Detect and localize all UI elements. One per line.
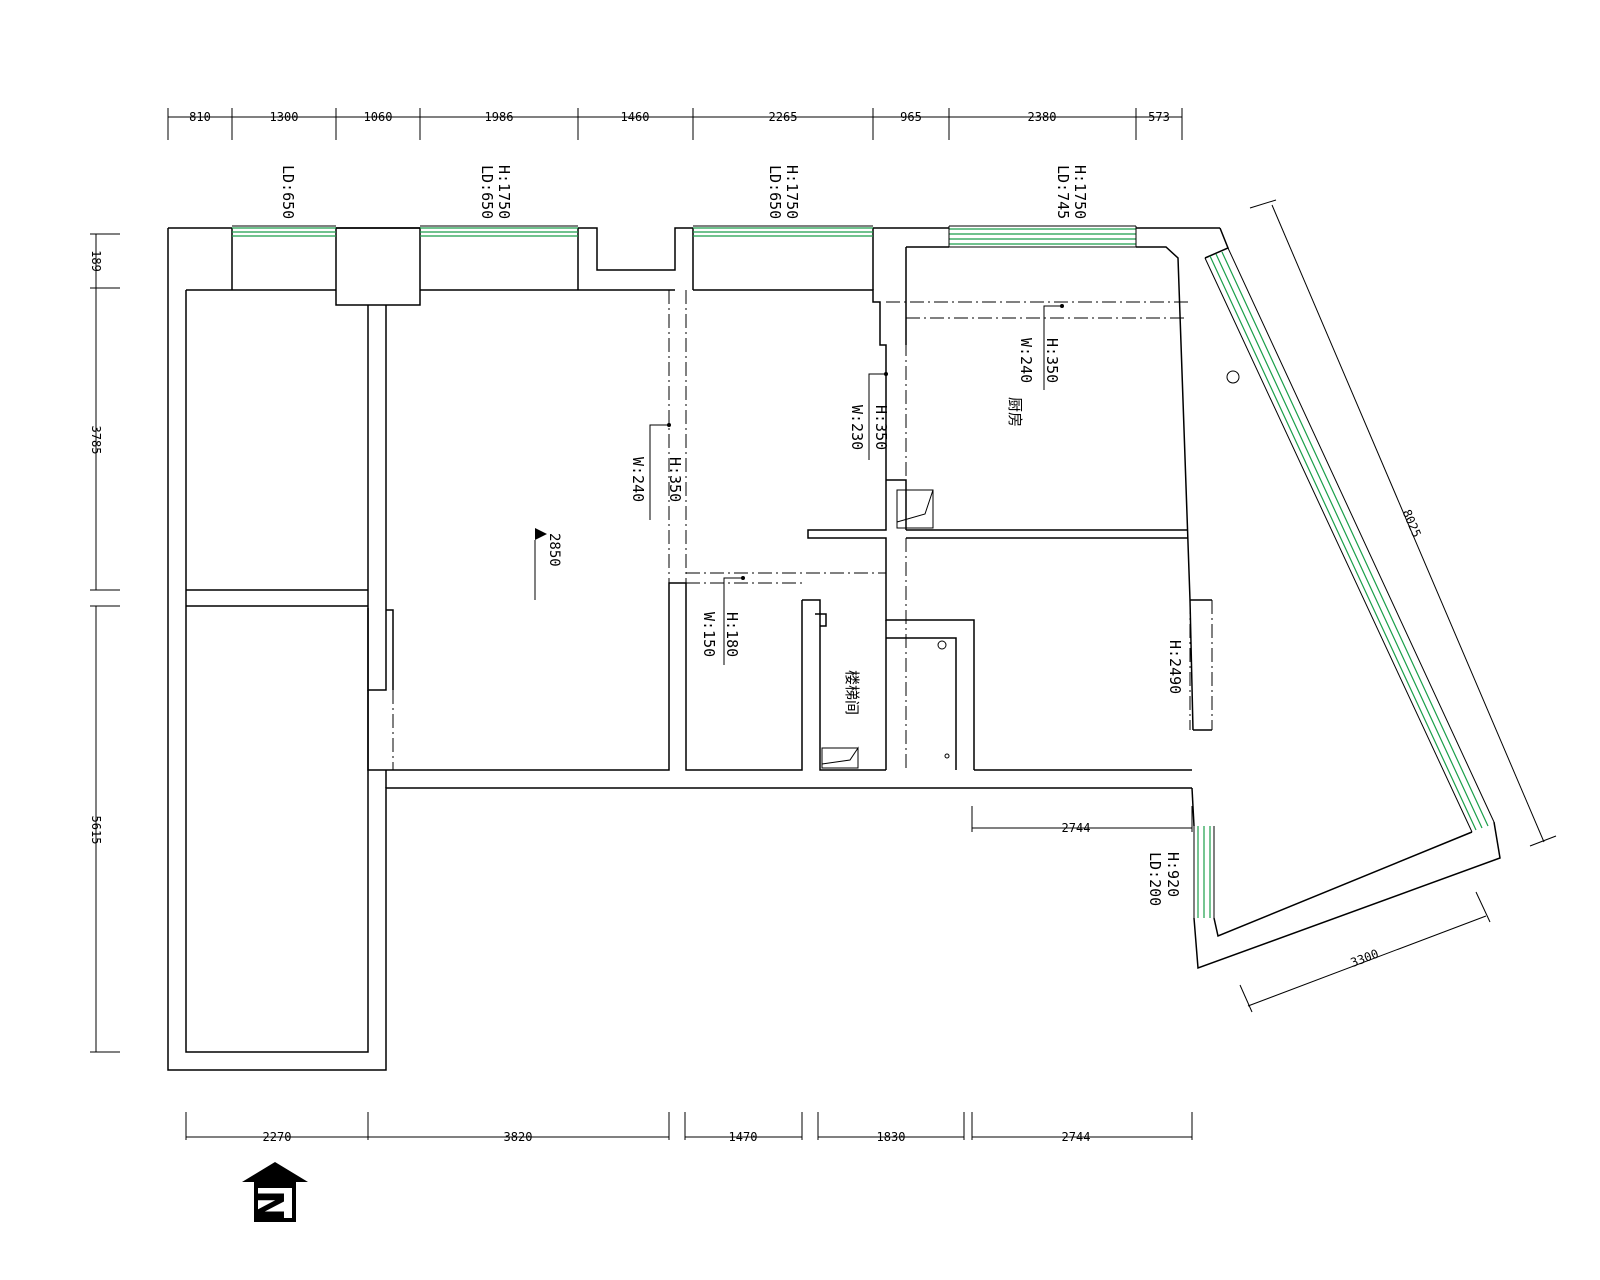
room-stairwell: 楼梯间	[843, 670, 861, 715]
window-2-h: H:1750	[495, 165, 513, 219]
dim-top-1: 810	[189, 110, 211, 124]
window-2-ld: LD:650	[478, 165, 496, 219]
window-balcony	[1204, 247, 1495, 833]
beam-4-h: H:180	[723, 612, 741, 657]
beam-2-h: H:350	[872, 405, 890, 450]
dim-right-bottom: 3300	[1349, 947, 1381, 970]
elevation-value: 2850	[546, 533, 562, 567]
beams	[367, 290, 1213, 770]
beam-2-w: W:230	[848, 405, 866, 450]
dim-left-2: 3785	[89, 426, 103, 455]
beam-1-h: H:350	[666, 457, 684, 502]
dim-top-4: 1986	[485, 110, 514, 124]
balcony	[1189, 370, 1501, 970]
drain-icon	[1226, 370, 1240, 384]
dim-bottom-3: 1470	[729, 1130, 758, 1144]
windows	[232, 225, 1495, 918]
beam-4-w: W:150	[700, 612, 718, 657]
dim-mid: 2744	[1062, 821, 1091, 835]
dim-top-7: 965	[900, 110, 922, 124]
dim-bottom-2: 3820	[504, 1130, 533, 1144]
dim-bottom-5: 2744	[1062, 1130, 1091, 1144]
dim-top-8: 2380	[1028, 110, 1057, 124]
dim-right-top: 8025	[1400, 507, 1424, 539]
stairwell	[802, 599, 886, 771]
window-4-h: H:1750	[1071, 165, 1089, 219]
beam-1-w: W:240	[629, 457, 647, 502]
dim-bottom-4: 1830	[877, 1130, 906, 1144]
elevation-mark: 2850	[534, 528, 562, 600]
north-arrow-icon: N	[242, 1162, 308, 1222]
dimension-right: 8025 3300	[1239, 199, 1557, 1013]
window-right-ld: LD:200	[1146, 852, 1164, 906]
beam-label-4: H:180 W:150	[700, 576, 745, 665]
dimension-left: 189 3785 5615	[89, 233, 120, 1053]
window-right	[1193, 826, 1215, 918]
window-4-ld: LD:745	[1054, 165, 1072, 219]
opening-height: H:2490	[1166, 640, 1184, 694]
room-kitchen: 厨房	[1006, 397, 1024, 427]
beam-3-h: H:350	[1043, 338, 1061, 383]
dim-left-1: 189	[89, 250, 103, 272]
beam-label-1: H:350 W:240	[629, 423, 684, 520]
dim-top-9: 573	[1148, 110, 1170, 124]
dim-left-3: 5615	[89, 816, 103, 845]
dimension-mid: 2744	[971, 806, 1193, 835]
dim-top-3: 1060	[364, 110, 393, 124]
beam-label-3: H:350 W:240	[1017, 304, 1064, 390]
window-1-ld: LD:650	[279, 165, 297, 219]
elevation-triangle-icon	[535, 528, 547, 540]
window-3	[693, 225, 873, 237]
window-1	[232, 225, 336, 237]
dimension-top: 810 1300 1060 1986 1460 2265 965 2380 57…	[167, 108, 1183, 140]
window-3-ld: LD:650	[766, 165, 784, 219]
window-3-h: H:1750	[783, 165, 801, 219]
kitchen-area	[807, 302, 1212, 771]
dim-top-6: 2265	[769, 110, 798, 124]
dim-bottom-1: 2270	[263, 1130, 292, 1144]
compass-letter: N	[247, 1190, 291, 1222]
dim-top-5: 1460	[621, 110, 650, 124]
dimension-bottom: 2270 3820 1470 1830 2744	[185, 1112, 1193, 1144]
window-labels: LD:650 H:1750 LD:650 H:1750 LD:650 H:175…	[279, 165, 1089, 219]
beam-label-2: H:350 W:230	[848, 372, 890, 460]
window-2	[420, 225, 578, 237]
beam-3-w: W:240	[1017, 338, 1035, 383]
window-4	[948, 225, 1137, 248]
window-right-h: H:920	[1164, 852, 1182, 897]
dim-top-2: 1300	[270, 110, 299, 124]
outer-walls	[167, 227, 1229, 1071]
